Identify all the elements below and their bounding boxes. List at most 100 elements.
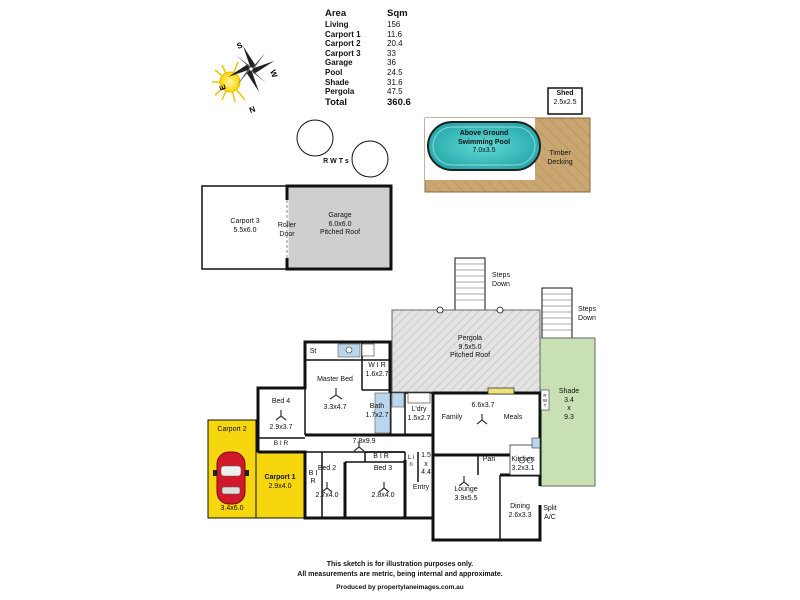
- bed-3-name: Bed 3: [373, 465, 393, 472]
- sun-icon: [212, 61, 246, 103]
- entry-dims-b: 4.4: [421, 469, 431, 476]
- store-label: St: [309, 348, 317, 355]
- cooktop-icon: [526, 456, 534, 464]
- ceiling-fan-icon: [378, 482, 390, 493]
- credit: Produced by propertylaneimages.com.au: [336, 584, 464, 591]
- steps-2-text-1: Steps: [578, 306, 596, 313]
- garage-name: Garage: [328, 212, 352, 219]
- area-label: Carport 2: [325, 39, 361, 49]
- pergola-post: [496, 306, 504, 314]
- area-label: Living: [325, 20, 349, 29]
- dining-dims: 2.6x3.3: [508, 511, 532, 519]
- bed-2-dims: 2.7x4.0: [315, 492, 339, 499]
- area-row: Carport 1 11.6: [325, 30, 435, 40]
- area-value: 11.6: [387, 29, 402, 39]
- disclaimer: This sketch is for illustration purposes…: [0, 560, 800, 580]
- rainwater-tank-small: [540, 389, 550, 411]
- pantry-label: Pan: [482, 456, 496, 463]
- area-label: Pergola: [325, 87, 355, 97]
- compass-e-label: E: [217, 83, 228, 92]
- carport-1: [255, 451, 305, 519]
- garage-roof: Pitched Roof: [319, 229, 361, 236]
- area-row: Pool 24.5: [325, 68, 435, 78]
- entry-dims-a: 1.5: [421, 452, 431, 459]
- kitchen-sink-icon: [531, 437, 541, 449]
- area-row: Carport 2 20.4: [325, 39, 435, 49]
- master-bed-dims: 3.3x4.7: [323, 404, 347, 411]
- roller-door-text-1: Roller: [277, 222, 297, 229]
- area-value: 47.5: [387, 87, 403, 97]
- area-total-label: Total: [325, 96, 347, 108]
- area-value: 20.4: [387, 39, 403, 49]
- bath-tub: [374, 392, 391, 434]
- laundry-dims: 1.5x2.7: [407, 414, 431, 422]
- kitchen-dims: 3.2x3.1: [511, 464, 535, 472]
- pergola-post: [436, 306, 444, 314]
- pool-name-1: Above Ground: [459, 130, 509, 137]
- carport-3-name: Carport 3: [230, 218, 260, 225]
- compass-w-label: W: [268, 69, 279, 80]
- area-label: Carport 1: [325, 29, 361, 39]
- rainwater-tank: [351, 140, 389, 178]
- entry-dims-x: x: [424, 460, 428, 468]
- laundry-bench: [407, 392, 431, 404]
- area-total-value: 360.6: [387, 96, 411, 108]
- bed-4-dims: 2.9x3.7: [269, 424, 293, 431]
- interior-walls: [258, 342, 501, 540]
- toilet-icon: [361, 343, 375, 357]
- bed-4-bir-label: B I R: [273, 440, 289, 447]
- bed-3-dims: 2.8x4.0: [371, 492, 395, 499]
- area-label: Carport 3: [325, 48, 361, 58]
- steps-2: [541, 287, 573, 339]
- entry-label: Entry: [412, 484, 430, 491]
- carport-1-name: Carport 1: [264, 474, 296, 481]
- wir-master-name: W I R: [368, 362, 386, 369]
- bed-2-name: Bed 2: [317, 465, 337, 472]
- area-total-row: Total 360.6: [325, 97, 435, 109]
- ceiling-fan-icon: [476, 414, 488, 425]
- bed-2-bir-label: B I R: [308, 470, 318, 485]
- steps-1: [454, 257, 486, 311]
- area-value: 33: [387, 48, 396, 58]
- bath-dims: 1.7x2.7: [365, 411, 389, 419]
- area-label: Shade: [325, 77, 350, 87]
- dining-name: Dining: [510, 503, 530, 510]
- pergola: [391, 309, 541, 393]
- steps-2-text-2: Down: [578, 314, 596, 322]
- lounge-dims: 3.9x5.5: [454, 494, 478, 502]
- area-label: Garage: [325, 58, 353, 68]
- compass: S W E N: [212, 40, 279, 115]
- family-meals-dims: 6.6x3.7: [471, 402, 495, 409]
- kitchen-name: Kitchen: [511, 456, 535, 463]
- pergola-dims: 9.5x5.0: [458, 343, 482, 351]
- master-bed-name: Master Bed: [317, 376, 353, 383]
- pergola-name: Pergola: [457, 335, 483, 342]
- area-value: 31.6: [387, 77, 403, 87]
- area-value: 24.5: [387, 67, 403, 77]
- area-value: 36: [387, 58, 396, 68]
- area-row: Pergola 47.5: [325, 87, 435, 97]
- basin-icon: [345, 346, 353, 354]
- cooktop-icon: [518, 456, 526, 464]
- ceiling-fan-icon: [329, 388, 343, 400]
- area-label: Pool: [325, 67, 343, 77]
- bed-4-label: Bed 4: [265, 398, 297, 407]
- shed-dims: 2.5x2.5: [553, 98, 577, 106]
- shade-x: x: [567, 405, 571, 412]
- area-row: Garage 36: [325, 58, 435, 68]
- garage-dims: 6.0x6.0: [328, 220, 352, 228]
- area-header-label: Area: [325, 8, 347, 19]
- pergola-roof: Pitched Roof: [449, 352, 491, 359]
- car-icon: [213, 451, 249, 505]
